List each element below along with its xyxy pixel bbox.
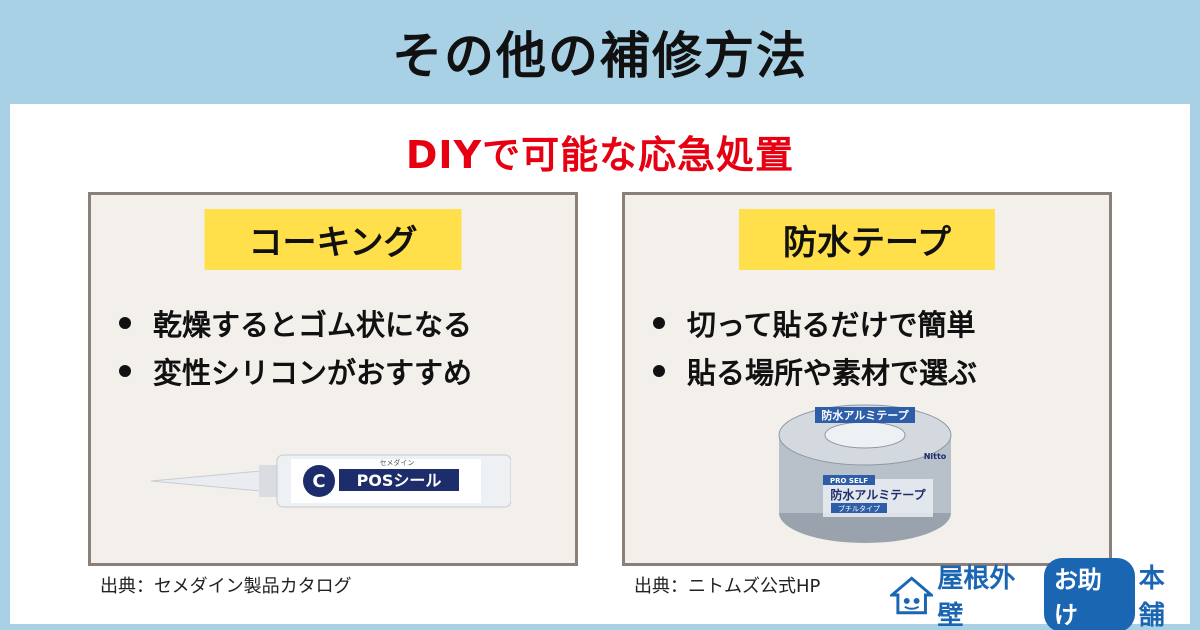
source-note: 出典：ニトムズ公式HP xyxy=(634,576,821,597)
bullet-item: 切って貼るだけで簡単 xyxy=(653,299,977,347)
content-panel: DIYで可能な応急処置 コーキング 乾燥するとゴム状になる 変性シリコンがおすす… xyxy=(10,104,1190,630)
card-caulking: コーキング 乾燥するとゴム状になる 変性シリコンがおすすめ C POSシール セ… xyxy=(88,192,578,566)
caulking-tube-image: C POSシール セメダイン xyxy=(151,454,511,508)
house-logo-icon xyxy=(890,576,934,615)
subtitle: DIYで可能な応急処置 xyxy=(405,133,795,177)
logo-name-a: 屋根外壁 xyxy=(937,564,1016,630)
bullet-dot-icon xyxy=(119,317,131,329)
tape-top-text: 防水アルミテープ xyxy=(821,408,909,422)
logo-name-b: 本舗 xyxy=(1138,564,1165,630)
site-logo: 屋根外壁 お助け 本舗 xyxy=(890,558,1190,630)
bullet-list: 切って貼るだけで簡単 貼る場所や素材で選ぶ xyxy=(653,299,977,395)
tape-main-text: 防水アルミテープ xyxy=(830,487,926,502)
bullet-list: 乾燥するとゴム状になる 変性シリコンがおすすめ xyxy=(119,299,472,395)
svg-text:C: C xyxy=(312,471,325,492)
bullet-text: 変性シリコンがおすすめ xyxy=(153,356,473,390)
source-note: 出典：セメダイン製品カタログ xyxy=(100,576,352,597)
bullet-item: 乾燥するとゴム状になる xyxy=(119,299,472,347)
bullet-item: 貼る場所や素材で選ぶ xyxy=(653,347,977,395)
tube-small-text: セメダイン xyxy=(380,458,415,467)
bullet-dot-icon xyxy=(119,365,131,377)
card-label: 防水テープ xyxy=(739,209,995,270)
tape-sub-text: ブチルタイプ xyxy=(838,504,880,513)
card-label: コーキング xyxy=(204,209,462,270)
bullet-text: 乾燥するとゴム状になる xyxy=(153,308,473,342)
bullet-text: 切って貼るだけで簡単 xyxy=(687,308,976,342)
bullet-dot-icon xyxy=(653,365,665,377)
bullet-text: 貼る場所や素材で選ぶ xyxy=(687,356,978,390)
bullet-item: 変性シリコンがおすすめ xyxy=(119,347,472,395)
tape-brand-text: Nitto xyxy=(924,452,947,461)
bullet-dot-icon xyxy=(653,317,665,329)
page-title: その他の補修方法 xyxy=(392,27,808,85)
tape-roll-image: 防水アルミテープ PRO SELF 防水アルミテープ ブチルタイプ Nitto xyxy=(778,404,952,543)
tape-tag-text: PRO SELF xyxy=(830,477,868,485)
tube-brand-text: POSシール xyxy=(357,471,442,490)
logo-badge: お助け xyxy=(1043,558,1135,630)
card-waterproof-tape: 防水テープ 切って貼るだけで簡単 貼る場所や素材で選ぶ 防水アルミテープ PRO… xyxy=(622,192,1112,566)
